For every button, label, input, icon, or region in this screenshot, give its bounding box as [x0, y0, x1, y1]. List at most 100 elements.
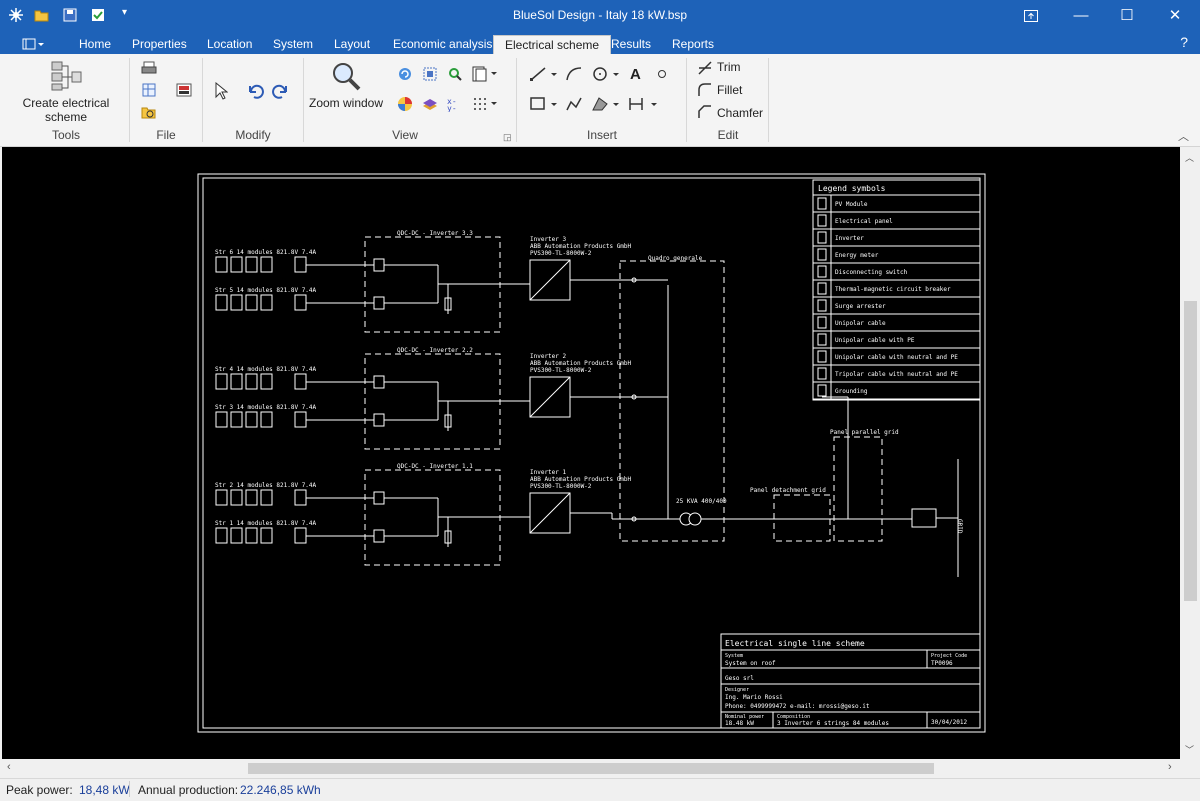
- collapse-ribbon-icon[interactable]: ︿: [1178, 131, 1189, 143]
- arc-tool-icon[interactable]: [566, 66, 582, 85]
- ribbon-separator: [768, 58, 769, 142]
- qdc-label: QDC-DC - Inverter 3.3: [397, 230, 473, 237]
- polyline-tool-icon[interactable]: [566, 96, 582, 115]
- tab-layout[interactable]: Layout: [334, 37, 371, 51]
- export-image-icon[interactable]: [176, 82, 192, 101]
- pv-module-icon: [230, 411, 243, 428]
- sheet-outer-frame: [197, 173, 986, 733]
- ribbon-separator: [686, 58, 687, 142]
- color-palette-icon[interactable]: [397, 96, 413, 115]
- scroll-up-icon[interactable]: ︿: [1185, 153, 1195, 163]
- tab-results[interactable]: Results: [611, 37, 652, 51]
- export-icon[interactable]: [141, 104, 157, 123]
- tab-reports[interactable]: Reports: [672, 37, 715, 51]
- refresh-icon[interactable]: [397, 66, 413, 85]
- legend-item-label: Grounding: [835, 388, 868, 395]
- legend-item-label: Unipolar cable: [835, 320, 886, 327]
- horizontal-scroll-thumb[interactable]: [248, 763, 934, 774]
- status-bar: Peak power: 18,48 kW Annual production: …: [0, 778, 1200, 801]
- pv-module-icon: [260, 489, 273, 506]
- tab-economic-analysis[interactable]: Economic analysis: [393, 37, 493, 51]
- fuse-symbol: [373, 296, 385, 310]
- inverter-label: Inverter 1: [530, 469, 567, 476]
- tab-properties[interactable]: Properties: [132, 37, 187, 51]
- horizontal-scrollbar[interactable]: ‹ ›: [2, 760, 1181, 777]
- inverter-model: PVS300-TL-8000W-2: [530, 367, 592, 374]
- open-file-icon[interactable]: [34, 7, 50, 23]
- surge-arrester-icon: [444, 414, 452, 428]
- grid-icon[interactable]: [472, 96, 498, 115]
- restore-ribbon-icon[interactable]: [1008, 0, 1054, 32]
- layers-icon[interactable]: [422, 96, 438, 115]
- chamfer-icon: [697, 104, 713, 123]
- maximize-button[interactable]: ☐: [1120, 7, 1134, 24]
- peak-power-label: Peak power:: [6, 783, 73, 797]
- tab-electrical-scheme[interactable]: Electrical scheme: [493, 35, 612, 55]
- help-icon[interactable]: ?: [1180, 34, 1188, 50]
- inverter-maker: ABB Automation Products GmbH: [530, 360, 632, 367]
- vertical-scroll-thumb[interactable]: [1184, 301, 1197, 601]
- validate-icon[interactable]: [90, 7, 106, 23]
- ribbon: Create electrical scheme Tools File Modi…: [0, 54, 1200, 147]
- print-icon[interactable]: [141, 60, 157, 79]
- scroll-left-icon[interactable]: ‹: [7, 761, 11, 773]
- point-tool-icon[interactable]: [656, 68, 668, 83]
- transformer-label: 25 KVA 400/400: [676, 498, 727, 505]
- page-setup-icon[interactable]: [141, 82, 157, 101]
- text-tool-icon[interactable]: A: [630, 66, 641, 83]
- pv-module-icon: [230, 373, 243, 390]
- zoom-window-button[interactable]: Zoom window: [308, 96, 384, 110]
- vertical-scrollbar[interactable]: ︿ ﹀: [1181, 147, 1200, 759]
- string-label: Str 6 14 modules 821.8V 7.4A: [215, 249, 317, 256]
- panel-parallel-box: [833, 436, 883, 542]
- inverter-maker: ABB Automation Products GmbH: [530, 243, 632, 250]
- legend-item-label: Energy meter: [835, 252, 879, 259]
- title-block-composition: 3 Inverter 6 strings 84 modules: [777, 720, 889, 727]
- pv-module-icon: [245, 256, 258, 273]
- quick-access-dropdown-icon[interactable]: ▾: [122, 7, 128, 18]
- line-tool-icon[interactable]: [530, 66, 558, 85]
- legend-symbol-icon: [817, 197, 827, 210]
- scroll-right-icon[interactable]: ›: [1168, 761, 1172, 773]
- dimension-tool-icon[interactable]: [628, 96, 658, 115]
- app-menu-button[interactable]: [14, 35, 52, 54]
- select-pointer-icon[interactable]: [214, 81, 229, 103]
- tab-home[interactable]: Home: [79, 37, 112, 51]
- save-icon[interactable]: [62, 7, 78, 23]
- hatch-tool-icon[interactable]: [592, 96, 620, 115]
- create-electrical-scheme-button[interactable]: Create electrical scheme: [22, 96, 110, 124]
- tab-location[interactable]: Location: [207, 37, 253, 51]
- ribbon-separator: [303, 58, 304, 142]
- view-dialog-launcher-icon[interactable]: ◲: [503, 132, 512, 142]
- redo-icon[interactable]: [272, 82, 290, 103]
- pv-module-icon: [215, 527, 228, 544]
- close-button[interactable]: ✕: [1168, 7, 1182, 24]
- zoom-extents-icon[interactable]: [422, 66, 438, 85]
- undo-icon[interactable]: [246, 82, 264, 103]
- pv-module-icon: [294, 489, 307, 506]
- trim-button[interactable]: Trim: [717, 60, 741, 74]
- pv-module-icon: [230, 256, 243, 273]
- pv-module-icon: [260, 411, 273, 428]
- page-view-icon[interactable]: [472, 66, 498, 85]
- qdc-label: QDC-DC - Inverter 1.1: [397, 463, 473, 470]
- chamfer-button[interactable]: Chamfer: [717, 106, 764, 120]
- scroll-down-icon[interactable]: ﹀: [1185, 745, 1195, 755]
- tab-system[interactable]: System: [273, 37, 314, 51]
- find-icon[interactable]: [447, 66, 463, 85]
- legend-item-label: Thermal-magnetic circuit breaker: [835, 286, 951, 293]
- minimize-button[interactable]: —: [1073, 7, 1089, 24]
- circle-tool-icon[interactable]: [592, 66, 620, 85]
- fillet-button[interactable]: Fillet: [717, 83, 743, 97]
- legend-item-label: Electrical panel: [835, 218, 893, 225]
- axes-icon[interactable]: x-y-: [447, 96, 463, 115]
- legend-symbol-icon: [817, 231, 827, 244]
- fuse-symbol: [373, 529, 385, 543]
- legend-item-label: Tripolar cable with neutral and PE: [835, 371, 958, 378]
- title-block-title: Electrical single line scheme: [725, 639, 865, 648]
- rectangle-tool-icon[interactable]: [530, 96, 558, 115]
- inverter-diagonal: [529, 259, 571, 301]
